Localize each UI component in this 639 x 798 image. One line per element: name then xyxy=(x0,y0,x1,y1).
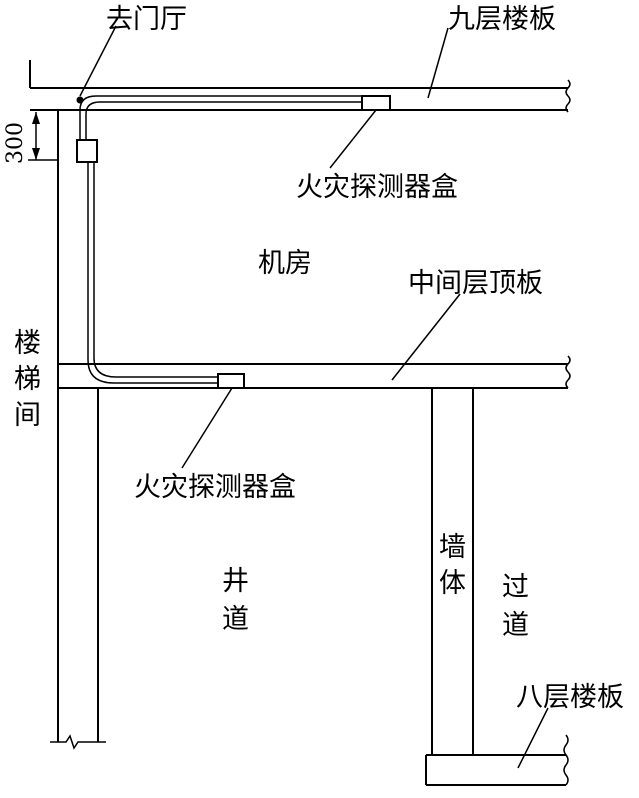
label-detector-box-lower: 火灾探测器盒 xyxy=(134,472,296,503)
wall-char: 墙 xyxy=(439,532,466,563)
label-machine-room: 机房 xyxy=(258,248,312,279)
label-middle-roof-slab: 中间层顶板 xyxy=(408,268,543,299)
wall-column xyxy=(431,388,474,755)
stairwell-char: 间 xyxy=(14,400,41,431)
shaft-char: 道 xyxy=(222,604,249,635)
label-shaft: 井 道 xyxy=(222,566,249,635)
leader-lines xyxy=(79,25,549,769)
shaft-char: 井 xyxy=(222,566,249,597)
conduit-pipe xyxy=(76,95,362,384)
outlet-dot-icon xyxy=(76,96,84,104)
detector-box-upper xyxy=(361,95,391,111)
label-stairwell: 楼 梯 间 xyxy=(14,328,41,431)
label-corridor: 过 道 xyxy=(502,572,529,641)
stairwell-char: 梯 xyxy=(14,364,41,395)
dimension-marker xyxy=(28,112,58,161)
corridor-char: 道 xyxy=(502,610,529,641)
stairwell-char: 楼 xyxy=(14,328,41,359)
label-detector-box-upper: 火灾探测器盒 xyxy=(296,172,458,203)
label-wall: 墙 体 xyxy=(439,532,466,599)
label-to-hall: 去门厅 xyxy=(106,4,187,35)
detector-box-lower xyxy=(217,373,245,389)
ninth-floor-slab xyxy=(29,60,571,113)
label-dimension: 300 xyxy=(3,122,28,164)
junction-box xyxy=(76,139,98,163)
middle-roof-slab xyxy=(58,355,571,389)
corridor-char: 过 xyxy=(502,572,529,603)
label-eighth-floor-slab: 八层楼板 xyxy=(516,682,624,713)
label-ninth-floor-slab: 九层楼板 xyxy=(448,4,556,35)
wall-char: 体 xyxy=(439,568,466,599)
stairwell-wall xyxy=(50,110,106,750)
eighth-floor-slab xyxy=(425,734,569,786)
